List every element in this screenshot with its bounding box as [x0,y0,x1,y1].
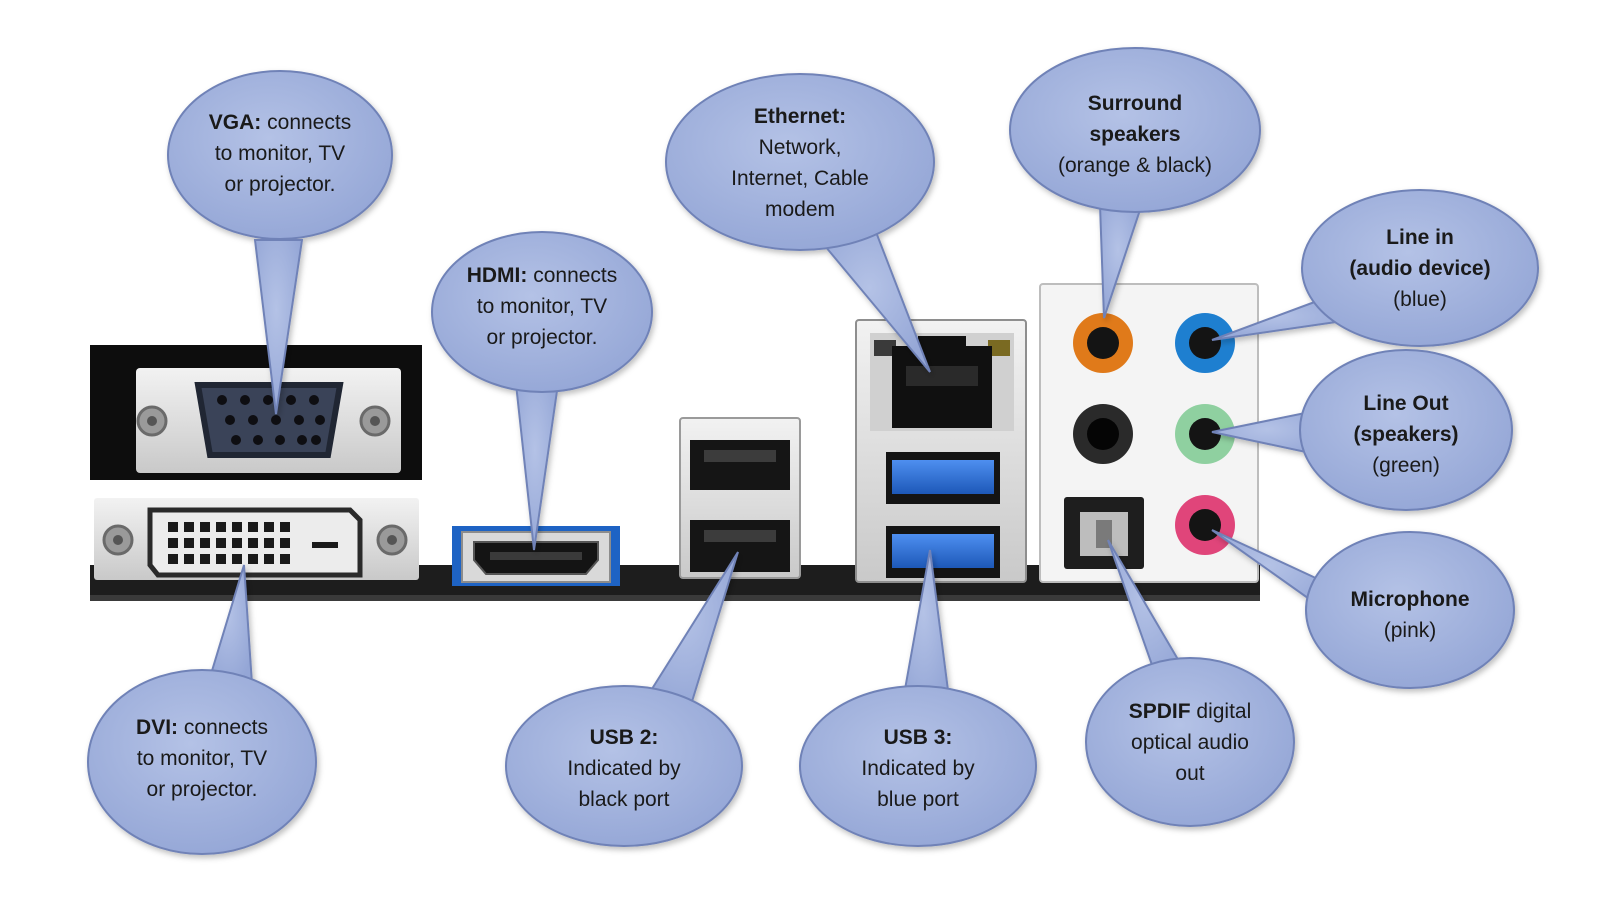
surround-callout-bubble [1009,47,1261,319]
spdif-callout-title: SPDIF [1128,699,1191,723]
usb2-callout-line: black port [578,787,670,811]
line-in-callout-title: Line in [1386,225,1454,249]
usb2-callout-title: USB 2: [589,725,659,749]
hdmi-callout-line: to monitor, TV [476,294,608,318]
line-in-callout-title: (audio device) [1349,256,1491,280]
vga-callout-line: or projector. [224,172,336,196]
surround-callout: Surround speakers (orange & black) [1030,84,1240,184]
spdif-callout-line: out [1175,761,1205,785]
spdif-callout: SPDIF digital optical audio out [1092,692,1288,792]
dvi-callout-line: to monitor, TV [136,746,268,770]
ethernet-callout-line: Internet, Cable [731,167,869,190]
usb2-callout-bubble [505,551,743,847]
microphone-callout: Microphone (pink) [1320,580,1500,650]
line-in-callout-line: (blue) [1393,287,1447,311]
usb2-callout-line: Indicated by [567,756,681,780]
dvi-callout-line: connects [183,715,268,739]
usb3-callout-line: blue port [877,787,959,811]
vga-port [90,345,422,480]
spdif-callout-line: optical audio [1131,730,1249,754]
line-out-callout-line: (green) [1372,453,1440,477]
vga-callout-line: to monitor, TV [214,141,346,165]
usb3-callout-line: Indicated by [861,756,975,780]
usb3-callout: USB 3: Indicated by blue port [818,718,1018,818]
vga-callout: VGA: connects to monitor, TV or projecto… [178,98,382,208]
ethernet-port [870,333,1014,431]
surround-callout-title: Surround [1087,91,1183,115]
audio-jack-surround-orange [1073,313,1133,373]
audio-jack-microphone [1175,495,1235,555]
audio-jack-surround-black [1073,404,1133,464]
hdmi-callout-line: connects [533,263,618,287]
surround-callout-title: speakers [1089,122,1181,146]
ethernet-usb3-block [855,319,1027,583]
usb3-callout-title: USB 3: [883,725,953,749]
spdif-callout-bubble [1085,539,1295,827]
line-in-callout: Line in (audio device) (blue) [1320,218,1520,318]
line-out-callout-title: (speakers) [1353,422,1459,446]
dvi-callout-line: or projector. [146,777,258,801]
hdmi-callout-title: HDMI: [466,263,528,287]
dvi-callout-bubble [87,564,317,855]
vga-callout-line: connects [267,110,352,134]
audio-panel [1039,283,1259,583]
ethernet-callout-title: Ethernet: [753,105,847,128]
vga-callout-title: VGA: [208,110,262,134]
line-out-callout-title: Line Out [1363,391,1449,415]
usb3-port [886,452,1000,578]
ethernet-callout-bubble [665,73,935,373]
dvi-callout: DVI: connects to monitor, TV or projecto… [100,708,304,808]
audio-jack-line-in [1175,313,1235,373]
dvi-callout-title: DVI: [136,715,179,739]
microphone-callout-line: (pink) [1383,619,1437,642]
vga-callout-bubble [167,70,393,415]
hdmi-callout: HDMI: connects to monitor, TV or project… [440,256,644,356]
line-out-callout: Line Out (speakers) (green) [1316,384,1496,484]
spdif-port [1064,497,1144,569]
microphone-callout-bubble [1211,529,1515,689]
surround-callout-line: (orange & black) [1057,153,1213,177]
usb2-callout: USB 2: Indicated by black port [524,718,724,818]
audio-jack-line-out [1175,404,1235,464]
hdmi-callout-line: or projector. [486,325,598,349]
line-out-callout-bubble [1211,349,1513,511]
ethernet-callout-line: modem [764,198,836,221]
ethernet-callout-line: Network, [758,136,842,159]
microphone-callout-title: Microphone [1350,588,1470,611]
usb2-port [679,417,801,579]
dvi-port [94,498,419,580]
hdmi-callout-bubble [431,231,653,551]
line-in-callout-bubble [1211,189,1539,347]
spdif-callout-line: digital [1196,699,1252,723]
ethernet-callout: Ethernet: Network, Internet, Cable modem [690,98,910,228]
usb3-callout-bubble [799,549,1037,847]
